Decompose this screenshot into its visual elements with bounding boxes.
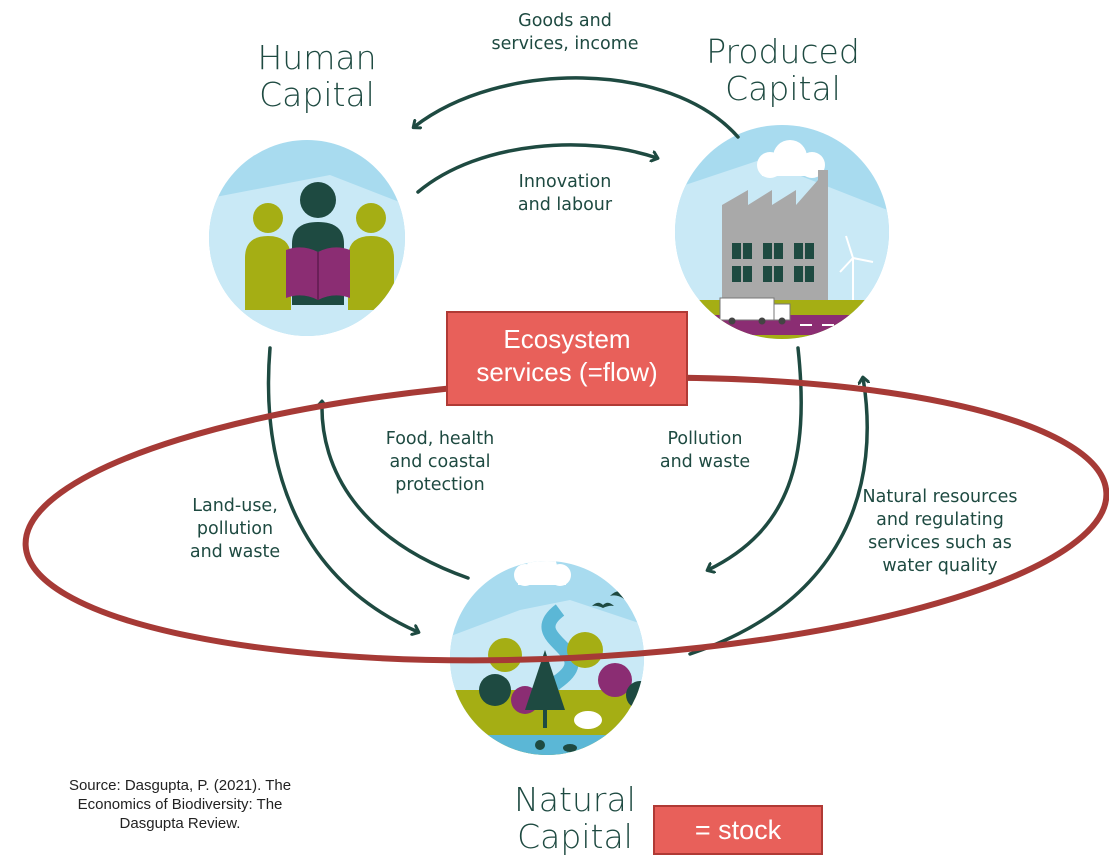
human-capital-title-line2: Capital	[259, 74, 375, 114]
flow-food-line1: Food, health	[385, 429, 495, 449]
arrow-food-health	[322, 402, 470, 580]
flow-food-health-label: Food, health and coastal protection	[360, 428, 520, 497]
flow-pollution-waste-label: Pollution and waste	[635, 428, 775, 474]
produced-capital-title-line1: Produced	[706, 32, 860, 71]
produced-capital-title-line2: Capital	[725, 68, 841, 108]
ecosystem-services-box: Ecosystem services (=flow)	[446, 311, 688, 406]
flow-landuse-line2: pollution	[196, 519, 274, 540]
flow-goods-line1: Goods and	[518, 11, 612, 31]
flow-pollution-line1: Pollution	[667, 429, 743, 449]
flow-natres-line3: services such as	[868, 533, 1012, 554]
flow-arrows	[266, 76, 868, 656]
arrow-land-use	[266, 346, 418, 632]
flow-innovation-line1: Innovation	[518, 172, 612, 192]
arrow-pollution-waste	[708, 346, 803, 570]
flow-landuse-line1: Land-use,	[192, 496, 278, 516]
source-line3: Dasgupta Review.	[119, 814, 241, 832]
flow-food-line2: and coastal	[389, 452, 491, 473]
flow-landuse-line3: and waste	[189, 542, 281, 563]
flow-goods-line2: services, income	[491, 34, 639, 55]
flow-natres-line4: water quality	[882, 556, 998, 577]
flow-innovation-line2: and labour	[517, 195, 613, 216]
arrow-innovation-labour	[416, 143, 657, 194]
stock-box: = stock	[653, 805, 823, 855]
flow-goods-services-label: Goods and services, income	[465, 10, 665, 56]
produced-capital-title: Produced Capital	[683, 32, 883, 108]
human-capital-illustration	[209, 140, 405, 336]
flow-natres-line2: and regulating	[876, 510, 1004, 531]
flow-land-use-label: Land-use, pollution and waste	[170, 495, 300, 564]
flow-natural-resources-label: Natural resources and regulating service…	[845, 486, 1035, 578]
source-citation: Source: Dasgupta, P. (2021). The Economi…	[30, 777, 330, 833]
human-capital-title-line1: Human	[257, 38, 377, 77]
ecosystem-box-line1: Ecosystem	[503, 324, 631, 354]
source-line1: Source: Dasgupta, P. (2021). The	[68, 777, 292, 794]
ecosystem-box-line2: services (=flow)	[476, 357, 658, 388]
arrow-goods-services	[414, 76, 740, 139]
flow-food-line3: protection	[395, 475, 485, 496]
source-line2: Economics of Biodiversity: The	[77, 795, 283, 813]
flow-natres-line1: Natural resources	[862, 487, 1018, 507]
natural-capital-title-line1: Natural	[514, 780, 636, 819]
produced-capital-illustration	[675, 125, 889, 339]
human-capital-title: Human Capital	[232, 38, 402, 114]
flow-pollution-line2: and waste	[659, 452, 751, 473]
natural-capital-title: Natural Capital	[485, 780, 665, 856]
arrow-natural-resources	[688, 378, 867, 656]
flow-innovation-labour-label: Innovation and labour	[490, 171, 640, 217]
stock-box-label: = stock	[694, 815, 782, 845]
natural-capital-title-line2: Capital	[517, 816, 633, 856]
